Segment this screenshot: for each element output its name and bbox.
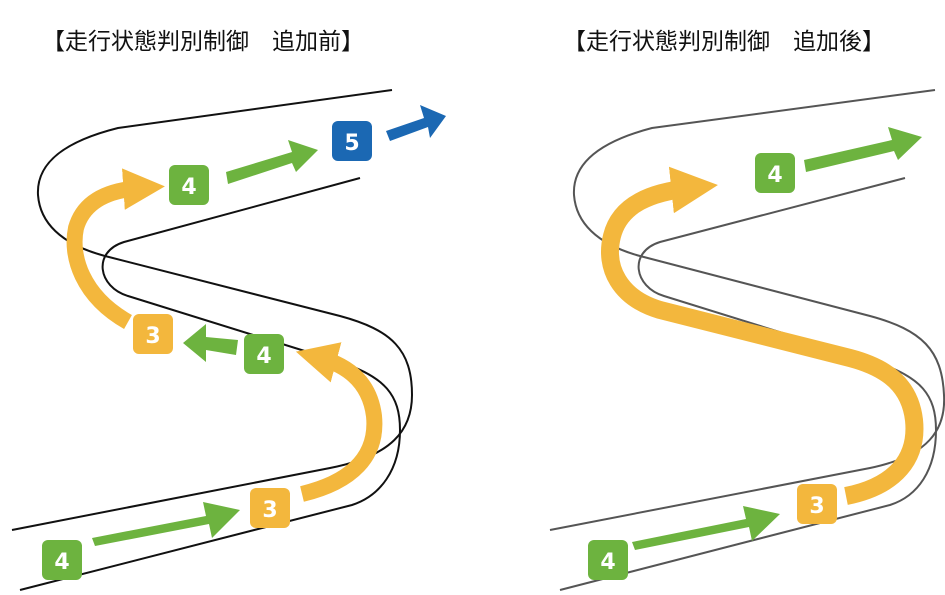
- panel-title-before: 【走行状態判別制御 追加前】: [42, 29, 364, 55]
- orange-curve-arrow-lower: [295, 342, 383, 502]
- road-inner-edge: [19, 177, 402, 591]
- svg-text:4: 4: [54, 550, 69, 575]
- green-arrow-middle: [183, 324, 238, 362]
- badge-5-top: 5: [332, 121, 372, 161]
- green-arrow-top: [226, 140, 318, 184]
- svg-text:4: 4: [181, 175, 196, 200]
- badge-3-lower: 3: [250, 488, 290, 528]
- svg-text:4: 4: [256, 344, 271, 369]
- badge-3-upper: 3: [133, 314, 173, 354]
- svg-text:5: 5: [344, 131, 359, 156]
- panel-after: 4 3 4: [549, 89, 945, 591]
- svg-text:3: 3: [145, 324, 160, 349]
- green-arrow-bottom: [632, 506, 780, 550]
- badge-4-middle: 4: [244, 334, 284, 374]
- svg-text:4: 4: [600, 550, 615, 575]
- green-arrow-top: [804, 127, 922, 172]
- orange-s-arrow: [601, 166, 924, 505]
- orange-curve-arrow-upper: [66, 168, 165, 329]
- svg-text:4: 4: [767, 163, 782, 188]
- road-inner-edge: [559, 177, 938, 591]
- blue-arrow-top: [386, 105, 446, 141]
- badge-3-lower: 3: [797, 484, 837, 524]
- road-outer-edge: [549, 89, 945, 531]
- svg-text:3: 3: [809, 494, 824, 519]
- panel-before: 4 3 4 3 4 5: [11, 89, 446, 591]
- panel-title-after: 【走行状態判別制御 追加後】: [563, 29, 885, 55]
- badge-4-bottom: 4: [588, 540, 628, 580]
- green-arrow-bottom: [92, 502, 240, 546]
- badge-4-top: 4: [755, 153, 795, 193]
- road-outer-edge: [11, 89, 414, 531]
- badge-4-bottom: 4: [42, 540, 82, 580]
- badge-4-top: 4: [169, 165, 209, 205]
- svg-text:3: 3: [262, 498, 277, 523]
